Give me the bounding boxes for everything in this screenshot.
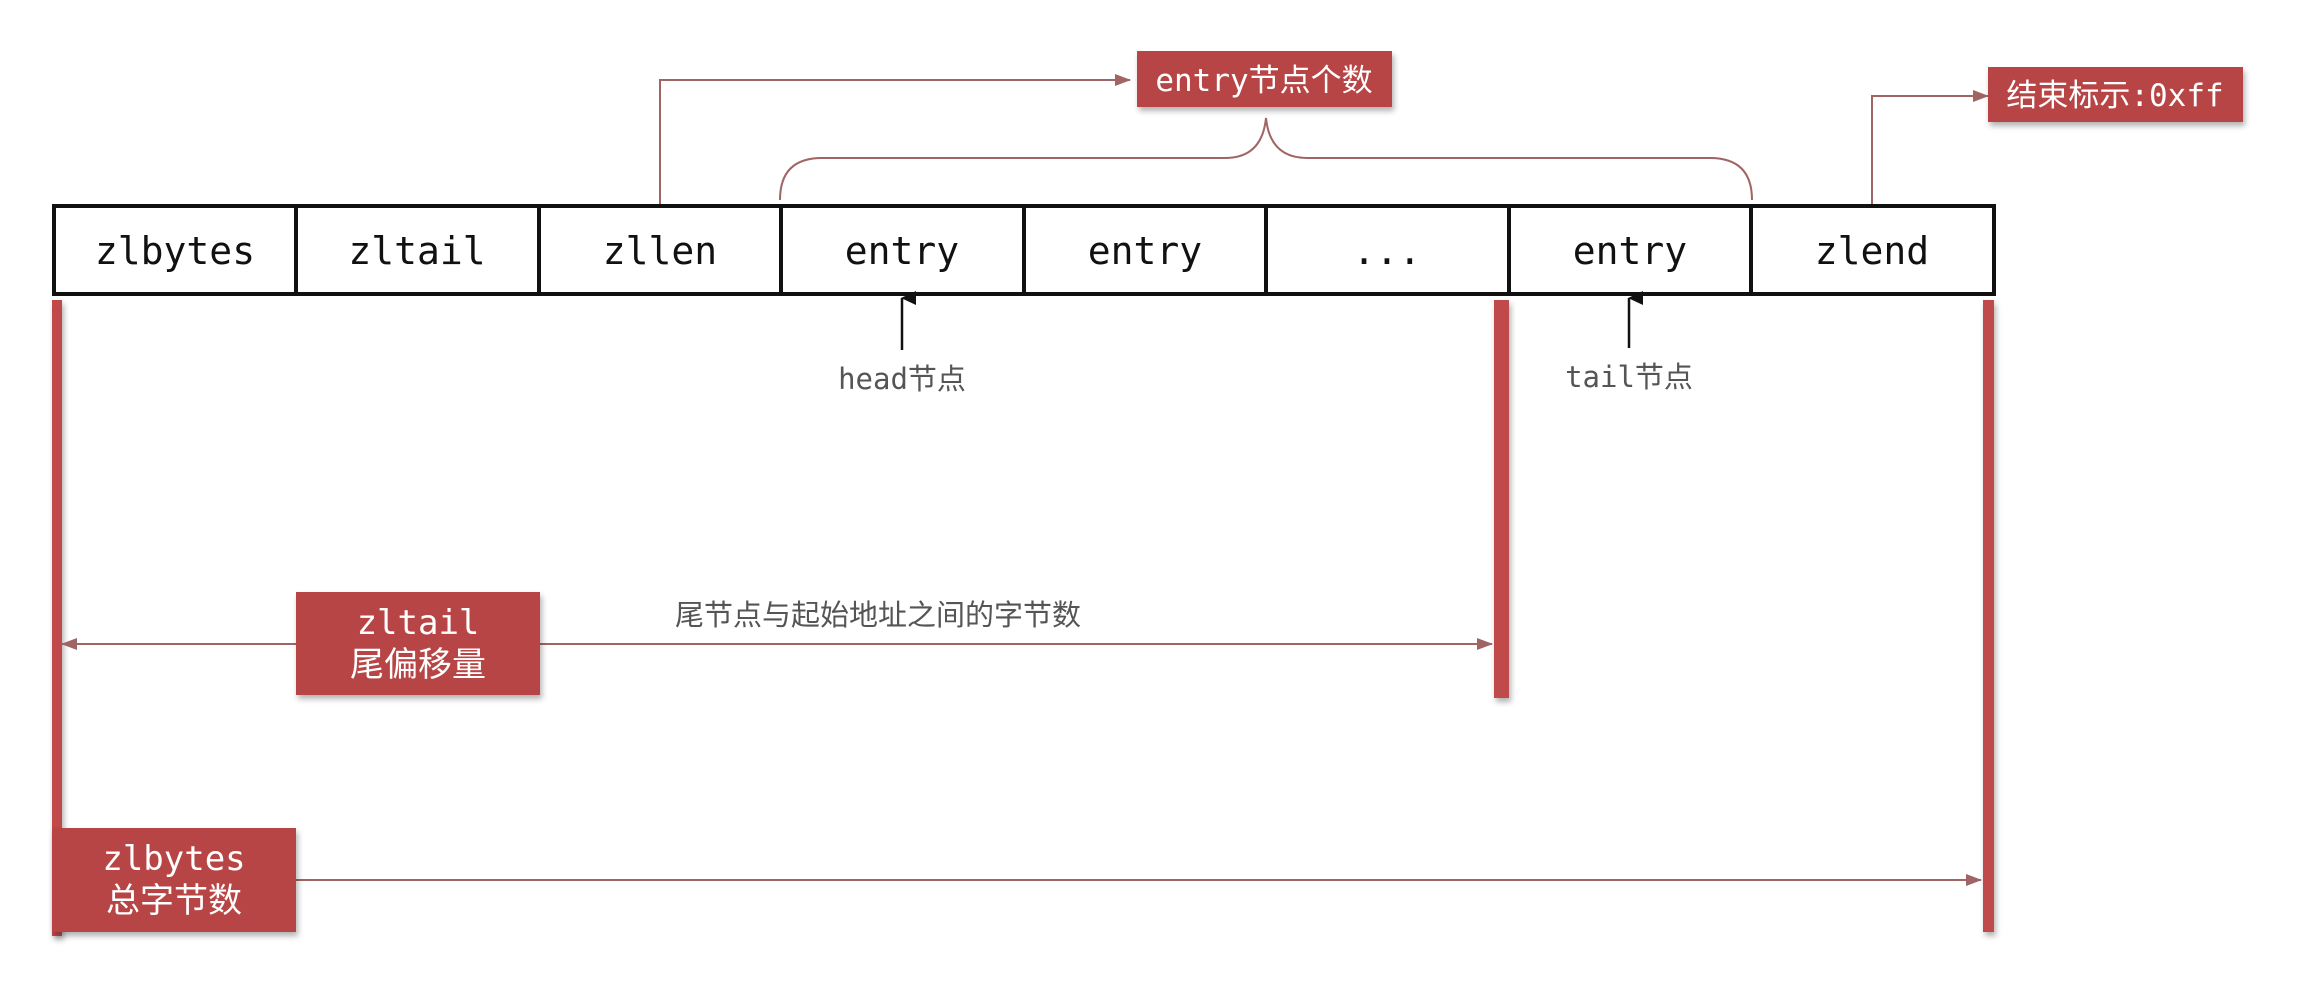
end-bar [1983,300,1994,932]
tail-bar [1494,300,1509,698]
head-caption: head节点 [838,362,966,396]
zlbytes-label-subtitle: 总字节数 [106,881,242,921]
end-marker-label [1988,67,2243,122]
start-bar [52,300,62,936]
zltail-label [296,592,540,695]
cell-zlend: zlend [1815,229,1929,273]
ziplist-row: zlbytes zltail zllen entry entry ... ent… [52,204,1996,296]
entry-count-label [1137,51,1392,107]
zltail-label-title: zltail [357,603,480,643]
tail-offset-caption: 尾节点与起始地址之间的字节数 [675,598,1081,632]
cell-entry-head: entry [845,229,959,273]
entry-count-text: entry节点个数 [1155,63,1372,99]
cell-zltail: zltail [348,229,485,273]
end-marker-text: 结束标示:0xff [2006,78,2223,114]
zltail-label-subtitle: 尾偏移量 [350,645,486,685]
cell-entry-tail: entry [1573,229,1687,273]
zlend-connector [1871,90,1989,207]
zlbytes-label-title: zlbytes [102,839,245,879]
cell-entry: entry [1088,229,1202,273]
cell-zllen: zllen [603,229,717,273]
zlbytes-label [52,828,296,932]
cell-zlbytes: zlbytes [95,229,255,273]
tail-caption: tail节点 [1565,360,1693,394]
zllen-connector [659,74,1131,207]
cell-ellipsis: ... [1353,229,1422,273]
entries-brace [779,117,1753,201]
